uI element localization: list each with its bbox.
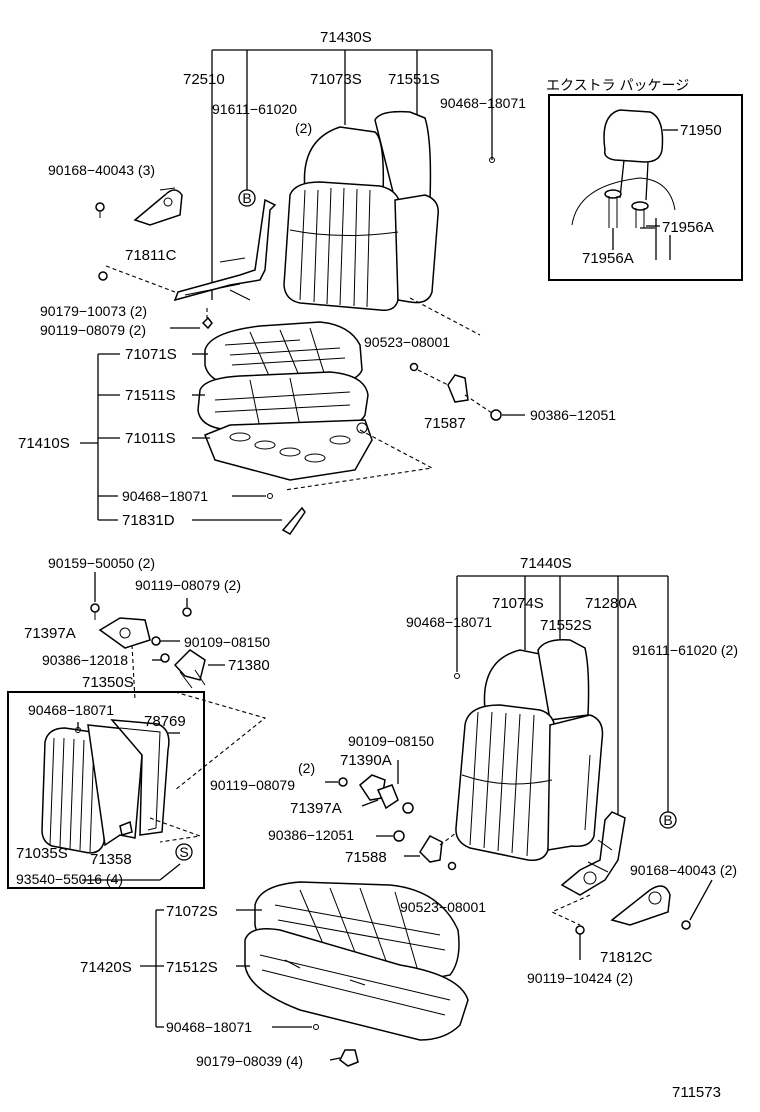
label-90523-08001-top: 90523−08001 (364, 334, 450, 350)
label-71035s: 71035S (16, 845, 68, 862)
label-71073s: 71073S (310, 71, 362, 88)
label-71587: 71587 (424, 415, 466, 432)
label-90468-18071-top: 90468−18071 (440, 95, 526, 111)
label-71397a-low: 71397A (290, 800, 342, 817)
label-71812c: 71812C (600, 949, 653, 966)
label-71397a-top: 71397A (24, 625, 76, 642)
label-90119-08079-low: 90119−08079 (210, 777, 295, 793)
label-71511s: 71511S (125, 387, 176, 404)
label-72510: 72510 (183, 71, 225, 88)
label-90119-08079-top: 90119−08079 (2) (40, 322, 146, 338)
callout-b-right: B (663, 812, 672, 828)
label-71358: 71358 (90, 851, 132, 868)
label-71512s: 71512S (166, 959, 218, 976)
label-71831d: 71831D (122, 512, 175, 529)
label-90468-18071-bottom: 90468−18071 (166, 1019, 252, 1035)
label-90386-12051-top: 90386−12051 (530, 407, 616, 423)
label-71410s: 71410S (18, 435, 70, 452)
label-90523-08001-low: 90523−08001 (400, 899, 486, 915)
label-71350s: 71350S (82, 674, 134, 691)
part-labels: 71430S 72510 71073S 71551S 91611−61020 (… (16, 29, 738, 1101)
label-90159-50050: 90159−50050 (2) (48, 555, 155, 571)
label-71956a-left: 71956A (582, 250, 634, 267)
label-71071s: 71071S (125, 346, 177, 363)
label-71811c: 71811C (125, 247, 177, 264)
label-71950: 71950 (680, 122, 722, 139)
label-71074s: 71074S (492, 595, 544, 612)
label-90109-08150-top: 90109−08150 (184, 634, 270, 650)
label-71440s: 71440S (520, 555, 572, 572)
label-90468-18071-box: 90468−18071 (28, 702, 114, 718)
label-71551s: 71551S (388, 71, 440, 88)
label-71430s: 71430S (320, 29, 372, 46)
label-90168-40043: 90168−40043 (3) (48, 162, 155, 178)
label-71280a: 71280A (585, 595, 637, 612)
label-90386-12018: 90386−12018 (42, 652, 128, 668)
callout-s: S (179, 844, 188, 860)
label-71420s: 71420S (80, 959, 132, 976)
label-71011s: 71011S (125, 430, 176, 447)
label-90179-10073: 90179−10073 (2) (40, 303, 147, 319)
label-71390a: 71390A (340, 752, 392, 769)
label-71072s: 71072S (166, 903, 218, 920)
label-71380: 71380 (228, 657, 270, 674)
label-90168-40043-right: 90168−40043 (2) (630, 862, 737, 878)
label-90179-08039: 90179−08039 (4) (196, 1053, 303, 1069)
label-90119-08079-mid: 90119−08079 (2) (135, 577, 241, 593)
callout-b-top: B (242, 190, 251, 206)
label-71588: 71588 (345, 849, 387, 866)
label-qty-2: (2) (298, 760, 315, 776)
label-93540-55016: 93540−55016 (4) (16, 871, 123, 887)
label-78769: 78769 (144, 713, 186, 730)
label-91611-61020-right: 91611−61020 (2) (632, 642, 738, 658)
label-90109-08150-mid: 90109−08150 (348, 733, 434, 749)
label-90468-18071-right: 90468−18071 (406, 614, 492, 630)
label-71956a-right: 71956A (662, 219, 714, 236)
label-extra-package: エクストラ パッケージ (546, 77, 689, 93)
label-71552s: 71552S (540, 617, 592, 634)
diagram-id: 711573 (672, 1084, 721, 1101)
label-90386-12051-low: 90386−12051 (268, 827, 354, 843)
label-91611-61020: 91611−61020 (212, 101, 297, 117)
label-91611-qty: (2) (295, 120, 312, 136)
label-90119-10424: 90119−10424 (2) (527, 970, 633, 986)
label-90468-18071-mid: 90468−18071 (122, 488, 208, 504)
